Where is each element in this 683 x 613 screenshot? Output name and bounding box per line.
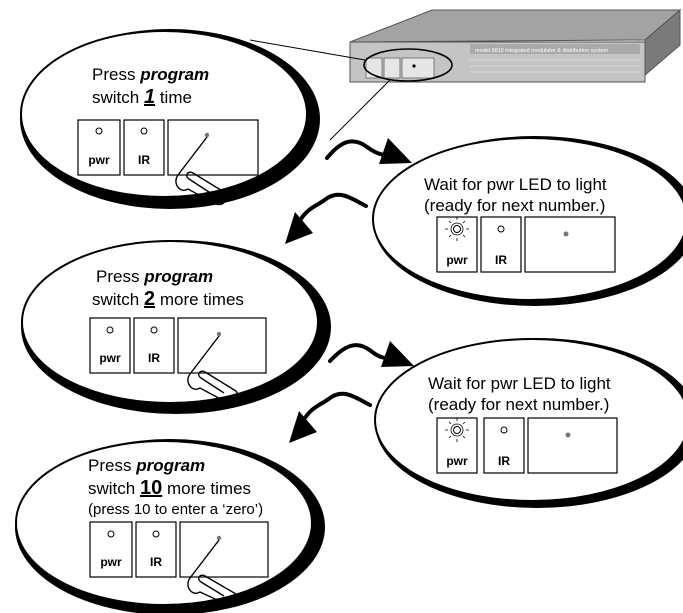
paperclip-icon: [175, 136, 227, 206]
program-panel: [527, 417, 618, 474]
ir-led: [150, 326, 158, 334]
ir-led: [497, 225, 505, 233]
ir-label: IR: [138, 153, 150, 167]
step-2-line2: (ready for next number.): [424, 196, 605, 215]
count-1: 1: [144, 86, 155, 108]
step-5-line2: switch 10 more times: [88, 477, 251, 499]
ir-led: [500, 426, 508, 434]
ir-label: IR: [498, 454, 510, 468]
pwr-led: [107, 530, 115, 538]
step-2: Wait for pwr LED to light (ready for nex…: [372, 136, 683, 306]
zoom-ellipse: [363, 48, 453, 82]
step-3-line2: switch 2 more times: [92, 288, 244, 310]
step-4-line1: Wait for pwr LED to light: [428, 374, 611, 393]
program-switch-hole: [216, 331, 222, 337]
lit-led-icon: [445, 418, 469, 442]
pwr-label: pwr: [446, 454, 468, 468]
zoom-line-bottom: [329, 79, 391, 141]
step-5-note: (press 10 to enter a ‘zero’): [88, 501, 263, 518]
step-5-line1: Press program: [88, 456, 205, 475]
step-3: Press program switch 2 more times pwr IR: [21, 240, 331, 414]
program-switch-hole: [412, 64, 416, 68]
pwr-led: [95, 127, 103, 135]
pwr-label: pwr: [88, 153, 110, 167]
step-1-line1: Press program: [92, 65, 209, 84]
ir-panel: [123, 119, 165, 176]
arrow-2: [285, 192, 368, 244]
arrow-3: [328, 341, 414, 367]
program-panel: [524, 216, 616, 273]
lit-led-icon: [445, 217, 469, 241]
device-header-text: model 9810 integrated modulator & distri…: [475, 48, 608, 54]
program-panel: [177, 317, 267, 374]
count-2: 2: [144, 288, 155, 310]
paperclip-icon: [187, 335, 239, 405]
ir-led: [140, 127, 148, 135]
pwr-label: pwr: [99, 351, 121, 365]
ir-label: IR: [495, 253, 507, 267]
pwr-label: pwr: [100, 555, 122, 569]
pwr-panel: [77, 119, 121, 176]
arrow-4: [289, 391, 372, 443]
step-1-line2: switch 1 time: [92, 86, 192, 108]
device-illustration: model 9810 integrated modulator & distri…: [249, 8, 682, 141]
ir-label: IR: [148, 351, 160, 365]
pwr-label: pwr: [446, 253, 468, 267]
step-1: Press program switch 1 time pwr IR: [20, 29, 320, 209]
pwr-panel: [436, 216, 478, 273]
zoom-line-top: [249, 39, 366, 61]
step-5: Press program switch 10 more times (pres…: [15, 439, 325, 613]
paperclip-icon: [187, 539, 239, 606]
program-panel: [167, 119, 259, 176]
step-2-line1: Wait for pwr LED to light: [424, 175, 607, 194]
ir-led: [152, 530, 160, 538]
program-switch-hole: [565, 432, 571, 438]
count-10: 10: [140, 477, 162, 499]
program-switch-hole: [216, 535, 222, 541]
pwr-led: [106, 326, 114, 334]
program-switch-hole: [563, 231, 569, 237]
program-switch-hole: [204, 132, 210, 138]
ir-label: IR: [150, 555, 162, 569]
step-3-line1: Press program: [96, 267, 213, 286]
pwr-panel: [436, 417, 478, 474]
arrow-1: [325, 138, 412, 164]
step-4: Wait for pwr LED to light (ready for nex…: [374, 338, 683, 508]
program-panel: [179, 521, 269, 578]
pwr-panel: [89, 521, 133, 578]
step-4-line2: (ready for next number.): [428, 395, 609, 414]
